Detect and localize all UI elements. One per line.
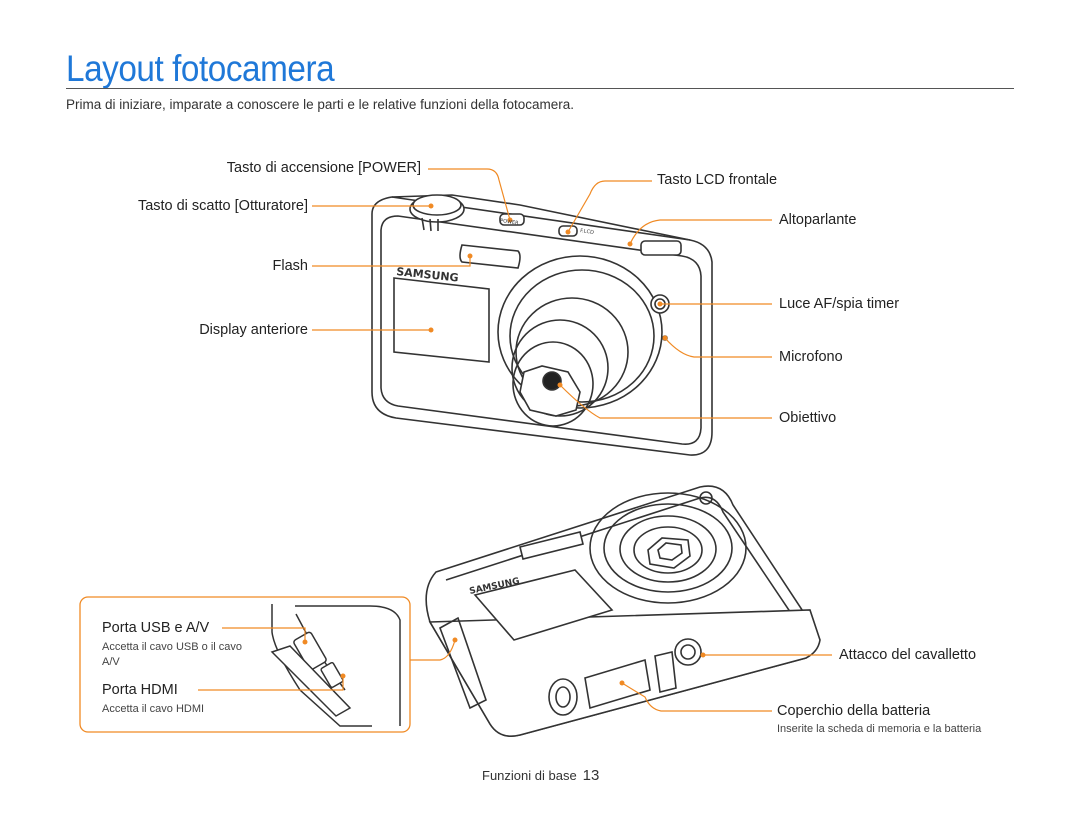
camera-bottom-illustration: SAMSUNG xyxy=(425,485,821,737)
power-marking: POWER xyxy=(500,218,520,227)
label-power-button: Tasto di accensione [POWER] xyxy=(226,160,421,176)
camera-front-illustration: SAMSUNG xyxy=(371,194,713,456)
note-battery-cover: Inserite la scheda di memoria e la batte… xyxy=(777,723,982,735)
label-lens: Obiettivo xyxy=(779,410,837,426)
label-tripod-mount: Attacco del cavalletto xyxy=(839,647,977,663)
label-front-lcd-button: Tasto LCD frontale xyxy=(657,172,778,188)
label-af-lamp: Luce AF/spia timer xyxy=(779,296,900,312)
label-shutter-button: Tasto di scatto [Otturatore] xyxy=(137,198,308,214)
bottom-callout-dots xyxy=(302,637,706,686)
title-divider xyxy=(66,88,1014,89)
page-number: 13 xyxy=(582,767,600,784)
intro-text: Prima di iniziare, imparate a conoscere … xyxy=(66,97,574,112)
label-hdmi-port: Porta HDMI xyxy=(102,682,178,698)
flcd-marking: F.LCD xyxy=(580,228,595,236)
note-usb-port: Accetta il cavo USB o il cavo A/V xyxy=(102,641,243,668)
bottom-callout-lines xyxy=(198,627,832,712)
note-hdmi-port: Accetta il cavo HDMI xyxy=(102,703,205,715)
label-flash: Flash xyxy=(272,258,308,274)
ports-detail-illustration xyxy=(270,604,401,727)
page-title: Layout fotocamera xyxy=(66,48,335,89)
front-callout-lines xyxy=(312,168,772,419)
footer-section: Funzioni di base xyxy=(482,768,577,783)
page-footer: Funzioni di base 13 xyxy=(482,767,599,784)
label-front-display: Display anteriore xyxy=(199,322,308,338)
label-speaker: Altoparlante xyxy=(779,212,857,228)
label-battery-cover: Coperchio della batteria xyxy=(777,703,931,719)
label-usb-port: Porta USB e A/V xyxy=(102,620,210,636)
label-microphone: Microfono xyxy=(779,349,843,365)
front-callout-dots xyxy=(428,203,668,388)
